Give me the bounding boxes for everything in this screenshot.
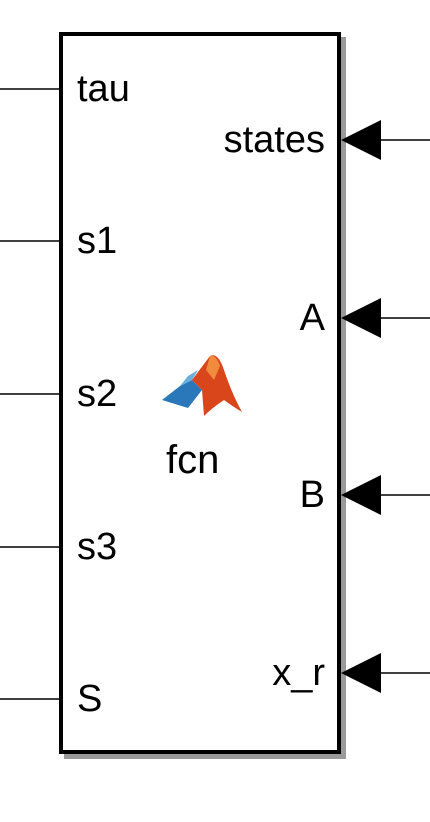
input-port-s2: s2 — [77, 373, 118, 415]
output-port-B: B — [299, 474, 325, 516]
input-port-S: S — [77, 678, 103, 720]
arrowhead-x_r-icon — [341, 653, 381, 693]
arrowhead-B-icon — [341, 475, 381, 515]
output-port-A: A — [299, 297, 325, 339]
input-port-s3: s3 — [77, 526, 118, 568]
function-name-label: fcn — [166, 438, 220, 482]
input-port-s1: s1 — [77, 220, 118, 262]
matlab-function-block[interactable] — [59, 32, 341, 754]
output-port-states: states — [223, 119, 325, 161]
output-port-x_r: x_r — [272, 652, 325, 694]
input-port-tau: tau — [77, 68, 130, 110]
matlab-logo-icon — [162, 355, 242, 416]
arrowhead-states-icon — [341, 120, 381, 160]
arrowhead-A-icon — [341, 298, 381, 338]
